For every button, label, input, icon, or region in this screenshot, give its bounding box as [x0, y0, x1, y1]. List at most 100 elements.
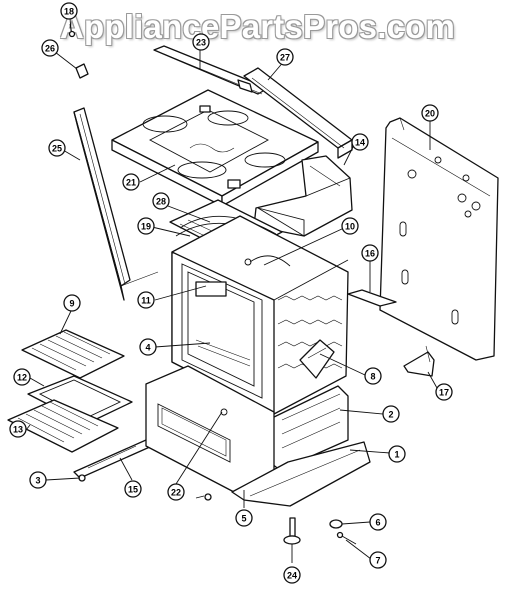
watermark: AppliancePartsPros.com: [60, 8, 456, 45]
callout-19: 19: [137, 217, 155, 235]
leader-lines: [25, 17, 438, 563]
callout-label: 7: [375, 556, 380, 566]
callout-circle: [13, 368, 31, 386]
left-side-panel: [73, 107, 159, 301]
callout-18: 18: [60, 2, 78, 20]
callout-circle: [192, 33, 210, 51]
callout-label: 13: [13, 425, 23, 435]
callout-label: 8: [370, 372, 375, 382]
callout-23: 23: [192, 33, 210, 51]
callout-circle: [9, 420, 27, 438]
callout-label: 15: [128, 485, 138, 495]
callout-12: 12: [13, 368, 31, 386]
callout-label: 4: [145, 343, 150, 353]
callout-circle: [152, 192, 170, 210]
callout-label: 1: [394, 450, 399, 460]
callout-circle: [48, 139, 66, 157]
callout-label: 19: [141, 222, 151, 232]
anti-tip-bracket: [403, 345, 435, 377]
rack-guide: [73, 439, 153, 479]
back-panel: [379, 117, 499, 361]
top-rear-bracket: [153, 45, 269, 95]
leveling-leg: [283, 517, 301, 545]
spacer-strip: [347, 289, 397, 307]
callout-label: 22: [171, 488, 181, 498]
callout-26: 26: [41, 39, 59, 57]
callout-label: 24: [287, 571, 297, 581]
oven-rack: [21, 329, 125, 379]
callout-17: 17: [435, 383, 453, 401]
callout-6: 6: [369, 513, 387, 531]
leveling-hardware: [195, 493, 357, 545]
callout-10: 10: [341, 217, 359, 235]
callout-label: 16: [365, 249, 375, 259]
callout-circle: [122, 173, 140, 191]
callout-circle: [139, 338, 157, 356]
callout-circle: [235, 509, 253, 527]
callout-label: 9: [69, 299, 74, 309]
callout-circle: [388, 445, 406, 463]
callout-label: 18: [64, 7, 74, 17]
callout-label: 23: [196, 38, 206, 48]
callout-16: 16: [361, 244, 379, 262]
callout-14: 14: [351, 133, 369, 151]
callout-label: 27: [280, 53, 290, 63]
callout-4: 4: [139, 338, 157, 356]
callout-circle: [29, 471, 47, 489]
callout-circle: [364, 367, 382, 385]
callout-circle: [63, 294, 81, 312]
callout-circle: [351, 133, 369, 151]
callout-circle: [283, 566, 301, 584]
callout-circle: [137, 217, 155, 235]
callout-label: 14: [355, 138, 365, 148]
callout-28: 28: [152, 192, 170, 210]
callout-21: 21: [122, 173, 140, 191]
callout-9: 9: [63, 294, 81, 312]
callout-13: 13: [9, 420, 27, 438]
callout-circle: [276, 48, 294, 66]
callout-circle: [137, 291, 155, 309]
callout-circle: [435, 383, 453, 401]
callout-circle: [421, 104, 439, 122]
callout-label: 5: [241, 514, 246, 524]
callout-25: 25: [48, 139, 66, 157]
callout-22: 22: [167, 483, 185, 501]
callout-label: 10: [345, 222, 355, 232]
callout-label: 28: [156, 197, 166, 207]
callout-circle: [369, 551, 387, 569]
burner-box-vent: [253, 155, 353, 237]
callout-20: 20: [421, 104, 439, 122]
callout-7: 7: [369, 551, 387, 569]
callout-label: 21: [126, 178, 136, 188]
callout-3: 3: [29, 471, 47, 489]
small-clips: [68, 23, 89, 79]
callout-circle: [341, 217, 359, 235]
callout-label: 17: [439, 388, 449, 398]
callout-label: 6: [375, 518, 380, 528]
callout-24: 24: [283, 566, 301, 584]
callout-1: 1: [388, 445, 406, 463]
callout-label: 25: [52, 144, 62, 154]
callout-circle: [41, 39, 59, 57]
callout-11: 11: [137, 291, 155, 309]
callout-5: 5: [235, 509, 253, 527]
callout-15: 15: [124, 480, 142, 498]
callout-circle: [361, 244, 379, 262]
callout-27: 27: [276, 48, 294, 66]
rack-support: [299, 339, 335, 379]
callout-circle: [167, 483, 185, 501]
oven-rack-lower: [7, 399, 119, 453]
callout-2: 2: [382, 405, 400, 423]
callout-circle: [382, 405, 400, 423]
callout-label: 26: [45, 44, 55, 54]
callout-label: 12: [17, 373, 27, 383]
callout-circle: [369, 513, 387, 531]
callout-label: 2: [388, 410, 393, 420]
callout-label: 20: [425, 109, 435, 119]
callout-circle: [60, 2, 78, 20]
callout-circle: [124, 480, 142, 498]
callout-label: 3: [35, 476, 40, 486]
